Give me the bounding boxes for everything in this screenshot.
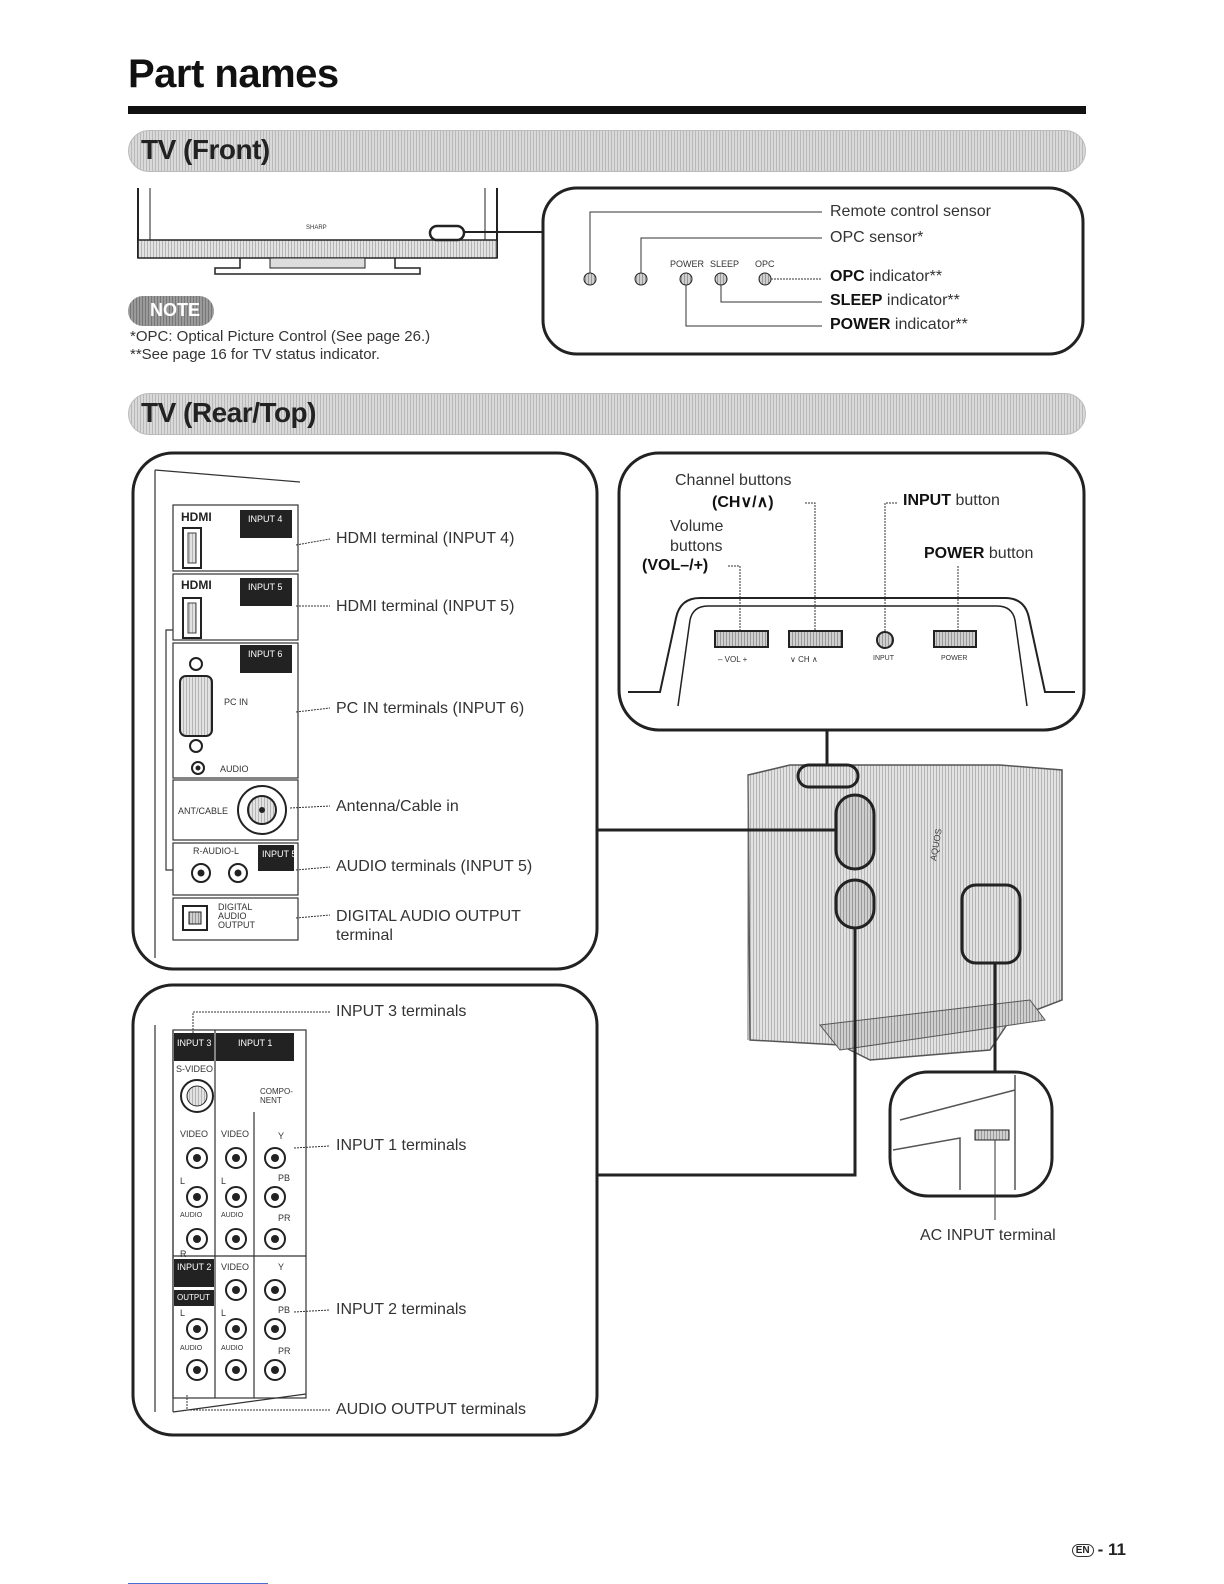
callout-power-indicator: POWER indicator** (830, 316, 968, 333)
ch-button-icon (788, 630, 843, 648)
callout-channel-keys: (CH∨/∧) (712, 494, 774, 511)
label-input: INPUT (873, 655, 894, 662)
en-badge-icon: EN (1071, 1544, 1094, 1557)
callout-power-button: POWER button (924, 545, 1034, 562)
tv-rear-view: AQUOS (597, 730, 1063, 1220)
callout-sleep-indicator: SLEEP indicator** (830, 292, 960, 309)
label-pc-in: PC IN (224, 697, 249, 707)
callout-digital-audio-output-2: terminal (336, 927, 393, 944)
label-r-1: R (180, 1249, 187, 1259)
label-svideo: S-VIDEO (176, 1064, 214, 1074)
rear-terminal-panel (131, 451, 599, 971)
section-title-rear-top: TV (Rear/Top) (141, 397, 316, 428)
label-ant-cable: ANT/CABLE (178, 806, 229, 816)
front-label-opc: OPC (755, 259, 775, 269)
hdmi-logo-2: HDMI (181, 578, 212, 592)
label-pb-2: PB (278, 1305, 291, 1315)
label-input3: INPUT 3 (177, 1038, 212, 1048)
note-badge: NOTE (128, 296, 214, 326)
power-button-icon (933, 630, 977, 648)
callout-input2: INPUT 2 terminals (336, 1301, 467, 1318)
callout-input1: INPUT 1 terminals (336, 1137, 467, 1154)
section-bar-rear-top: TV (Rear/Top) (128, 393, 1086, 435)
label-input5-audio: INPUT 5 (262, 849, 297, 859)
label-vol: – VOL + (718, 655, 748, 664)
label-digital-audio-output: DIGITAL AUDIO OUTPUT (218, 902, 255, 930)
label-r-audio-l: R-AUDIO-L (193, 846, 240, 856)
label-input1: INPUT 1 (238, 1038, 273, 1048)
brand-mark: SHARP (306, 225, 327, 231)
callout-volume-2: buttons (670, 538, 723, 555)
label-pb-1: PB (278, 1173, 291, 1183)
label-pr-2: PR (278, 1346, 291, 1356)
label-input4: INPUT 4 (248, 514, 283, 524)
front-indicator-panel (541, 186, 1085, 356)
label-y-2: Y (278, 1262, 285, 1272)
callout-hdmi-input5: HDMI terminal (INPUT 5) (336, 598, 515, 615)
callout-volume-keys: (VOL–/+) (642, 557, 709, 574)
label-l-3: L (180, 1308, 186, 1318)
label-power: POWER (941, 655, 968, 662)
callout-remote-sensor: Remote control sensor (830, 203, 991, 220)
callout-input3: INPUT 3 terminals (336, 1003, 467, 1020)
label-l-1: L (180, 1176, 186, 1186)
label-pr-1: PR (278, 1213, 291, 1223)
page-number: EN- 11 (1071, 1540, 1126, 1560)
opc-sensor-icon (634, 272, 648, 286)
note-line-1: *OPC: Optical Picture Control (See page … (130, 328, 431, 345)
callout-opc-indicator: OPC indicator** (830, 268, 943, 285)
label-output: OUTPUT (177, 1293, 210, 1302)
section-bar-front: TV (Front) (128, 130, 1086, 172)
callout-audio-output: AUDIO OUTPUT terminals (336, 1401, 526, 1418)
power-led-icon (679, 272, 693, 286)
label-component: COMPO- NENT (260, 1087, 293, 1105)
label-video-1: VIDEO (180, 1129, 209, 1139)
callout-audio-input5: AUDIO terminals (INPUT 5) (336, 858, 533, 875)
label-audio-1: AUDIO (180, 1212, 203, 1219)
title-rule (128, 106, 1086, 114)
label-input5: INPUT 5 (248, 582, 283, 592)
vol-button-icon (714, 630, 769, 648)
label-audio-2: AUDIO (221, 1212, 244, 1219)
remote-sensor-icon (583, 272, 597, 286)
section-title-front: TV (Front) (141, 134, 270, 165)
label-l-4: L (221, 1308, 227, 1318)
callout-channel-buttons: Channel buttons (675, 472, 792, 489)
label-input2: INPUT 2 (177, 1262, 212, 1272)
label-l-2: L (221, 1176, 227, 1186)
input-button-icon (876, 631, 894, 649)
front-label-sleep: SLEEP (710, 259, 740, 269)
label-video-2: VIDEO (221, 1129, 250, 1139)
label-input6: INPUT 6 (248, 649, 283, 659)
label-ch: ∨ CH ∧ (790, 655, 818, 664)
rear-av-panel (131, 983, 599, 1437)
callout-ac-input: AC INPUT terminal (920, 1227, 1056, 1244)
hdmi-logo-1: HDMI (181, 510, 212, 524)
label-audio-3: AUDIO (180, 1345, 203, 1352)
callout-antenna: Antenna/Cable in (336, 798, 459, 815)
tv-front-drawing (137, 188, 545, 275)
callout-input-button: INPUT button (903, 492, 1000, 509)
callout-volume-1: Volume (670, 518, 724, 535)
page-title: Part names (128, 52, 339, 96)
label-audio: AUDIO (220, 764, 249, 774)
callout-hdmi-input4: HDMI terminal (INPUT 4) (336, 530, 515, 547)
front-label-power: POWER (670, 259, 705, 269)
label-audio-4: AUDIO (221, 1345, 244, 1352)
callout-opc-sensor: OPC sensor* (830, 229, 924, 246)
label-y-1: Y (278, 1131, 285, 1141)
callout-digital-audio-output: DIGITAL AUDIO OUTPUT (336, 908, 521, 925)
callout-pc-in: PC IN terminals (INPUT 6) (336, 700, 525, 717)
note-line-2: **See page 16 for TV status indicator. (130, 346, 380, 363)
top-buttons-panel (617, 451, 1086, 732)
opc-led-icon (758, 272, 772, 286)
sleep-led-icon (714, 272, 728, 286)
label-video-3: VIDEO (221, 1262, 250, 1272)
